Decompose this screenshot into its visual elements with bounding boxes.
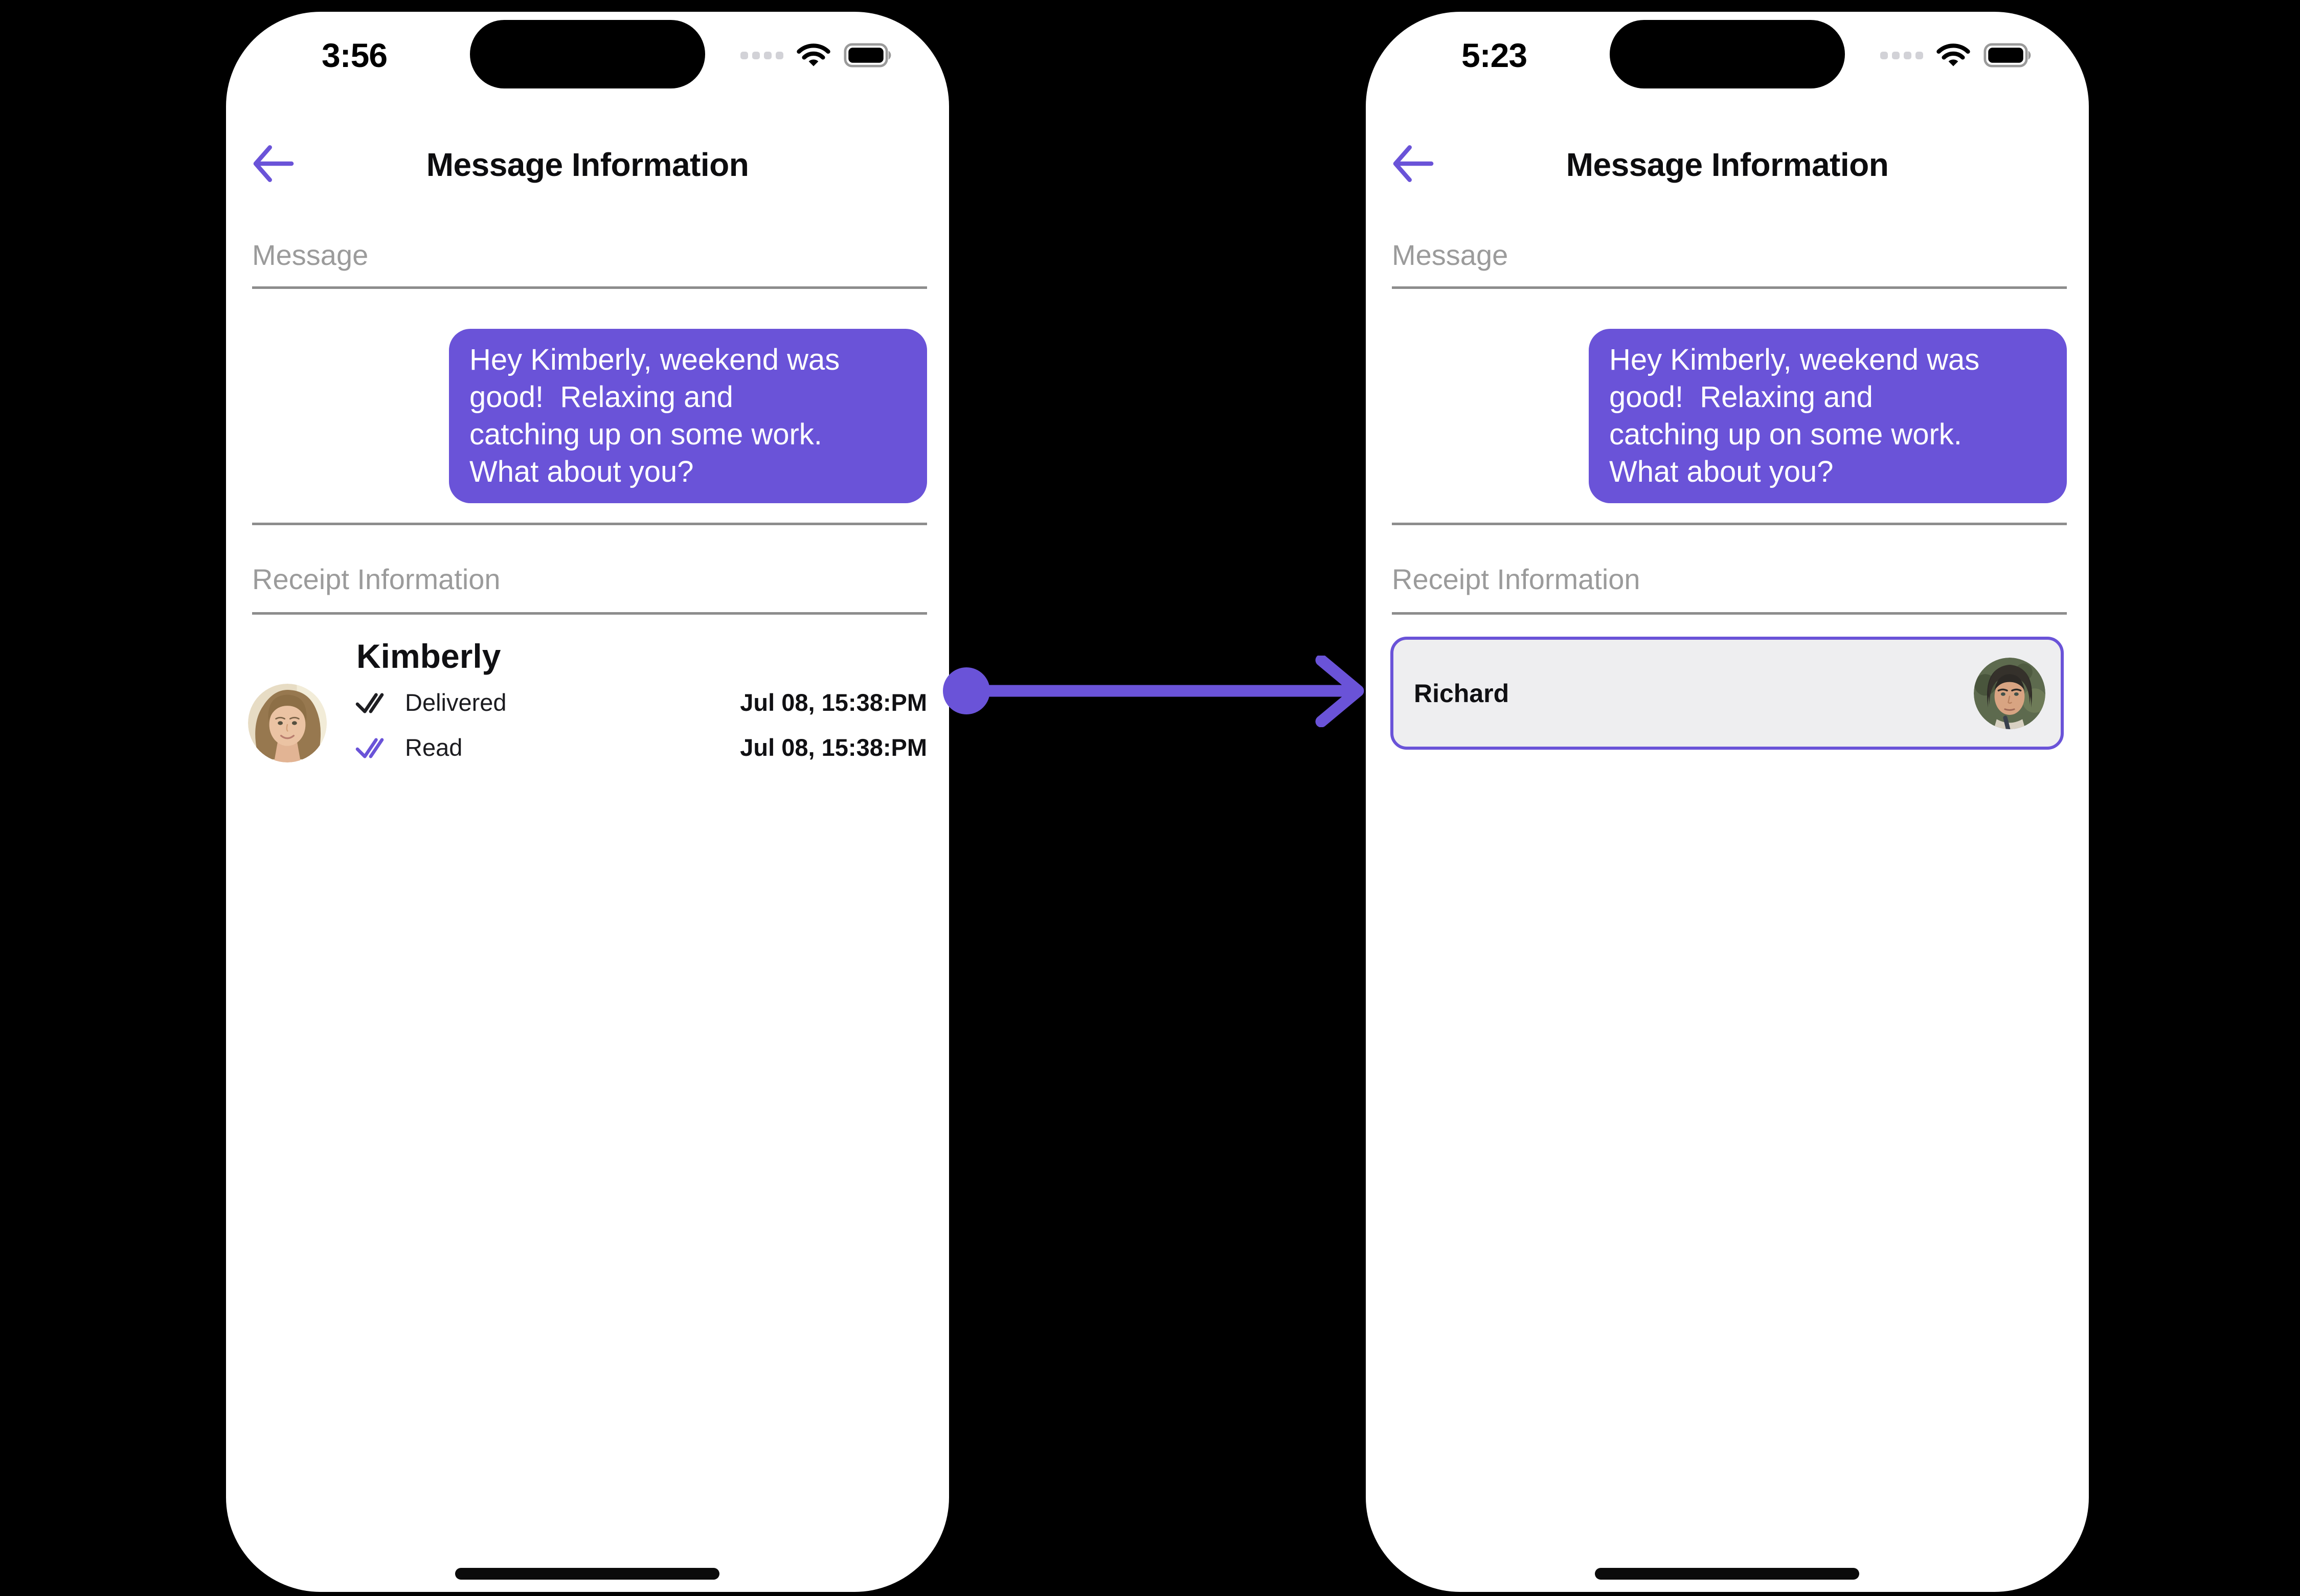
- delivered-check-icon: [355, 693, 384, 713]
- wifi-icon: [797, 43, 830, 66]
- divider: [1392, 523, 2067, 525]
- message-bubble: Hey Kimberly, weekend was good! Relaxing…: [449, 329, 927, 503]
- dynamic-island: [470, 20, 705, 88]
- back-button[interactable]: [250, 140, 296, 187]
- dynamic-island: [1610, 20, 1845, 88]
- battery-icon: [844, 43, 891, 68]
- phone-left: 3:56 Message Information Message Hey Kim…: [226, 12, 949, 1592]
- contact-avatar: [248, 684, 327, 762]
- divider: [1392, 612, 2067, 615]
- message-section-label: Message: [252, 239, 369, 271]
- contact-name: Richard: [1414, 679, 1509, 708]
- receipt-section-label: Receipt Information: [252, 563, 501, 595]
- divider: [252, 612, 927, 615]
- read-status-label: Read: [405, 734, 463, 761]
- phone-right: 5:23 Message Information Message Hey Kim…: [1366, 12, 2089, 1592]
- home-indicator[interactable]: [455, 1568, 719, 1580]
- page-title: Message Information: [426, 146, 749, 183]
- status-icons: [1880, 39, 2033, 72]
- battery-icon: [1983, 43, 2031, 68]
- read-check-icon: [355, 738, 384, 758]
- divider: [1392, 286, 2067, 289]
- contact-avatar: [1974, 657, 2045, 729]
- contact-name: Kimberly: [356, 637, 501, 675]
- cellular-signal-icon: [740, 51, 783, 59]
- avatar-kimberly-image: [248, 684, 327, 762]
- read-timestamp: Jul 08, 15:38:PM: [740, 734, 927, 761]
- status-icons: [740, 39, 893, 72]
- arrow-left-icon: [253, 145, 294, 182]
- delivered-timestamp: Jul 08, 15:38:PM: [740, 689, 927, 716]
- divider: [252, 523, 927, 525]
- home-indicator[interactable]: [1595, 1568, 1859, 1580]
- status-time: 3:56: [321, 36, 388, 74]
- wifi-icon: [1936, 43, 1970, 66]
- cellular-signal-icon: [1880, 51, 1923, 59]
- receipt-contact-row[interactable]: Richard: [1390, 637, 2064, 750]
- status-time: 5:23: [1461, 36, 1527, 74]
- transition-arrow-icon: [943, 656, 1364, 727]
- avatar-richard-image: [1974, 657, 2045, 729]
- receipt-section-label: Receipt Information: [1392, 563, 1640, 595]
- message-section-label: Message: [1392, 239, 1508, 271]
- message-bubble: Hey Kimberly, weekend was good! Relaxing…: [1589, 329, 2067, 503]
- page-title: Message Information: [1566, 146, 1889, 183]
- back-button[interactable]: [1389, 140, 1435, 187]
- delivered-status-label: Delivered: [405, 689, 507, 716]
- divider: [252, 286, 927, 289]
- arrow-left-icon: [1393, 145, 1434, 182]
